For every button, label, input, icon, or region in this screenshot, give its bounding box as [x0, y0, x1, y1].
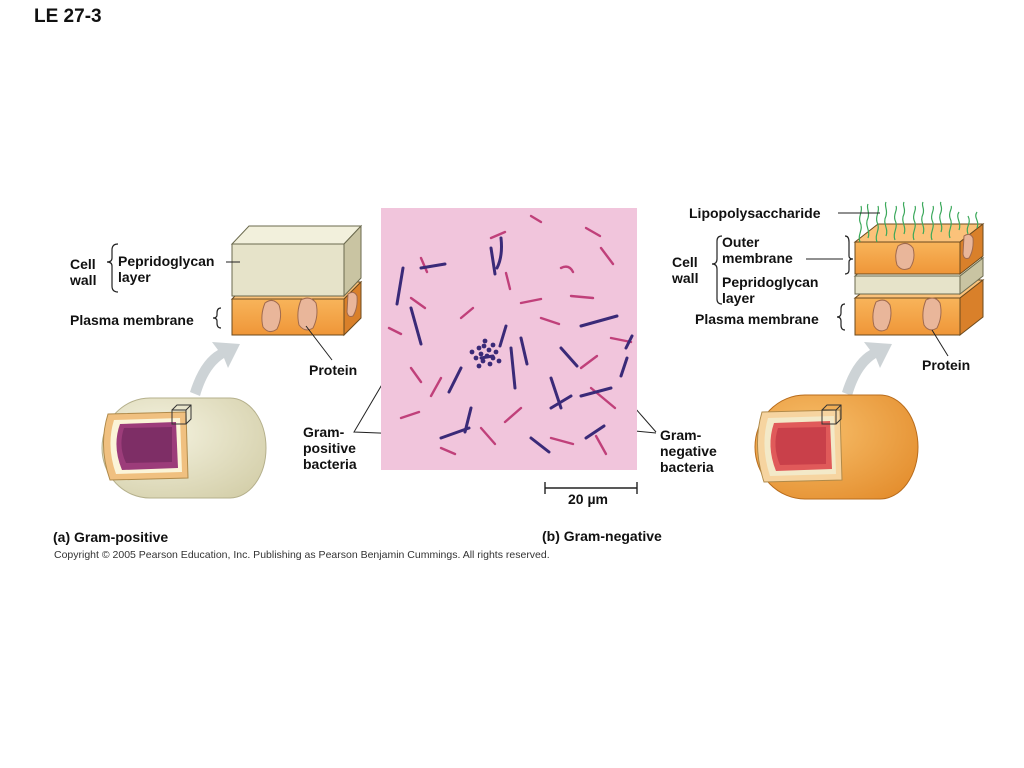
panel-b-title: Gram-negative — [563, 528, 662, 544]
gram-positive-bacteria-label: Gram- positive bacteria — [303, 424, 357, 472]
gram-negative-block — [853, 201, 985, 337]
gram-positive-cell — [101, 397, 267, 499]
gram-positive-rods — [395, 236, 634, 454]
outer-membrane-label: Outer membrane — [722, 234, 793, 266]
protein-shape — [346, 291, 358, 317]
panel-a-title: Gram-positive — [74, 529, 169, 545]
protein-shape — [261, 299, 282, 333]
plasma-membrane-label: Plasma membrane — [695, 311, 819, 327]
plasma-membrane-label: Plasma membrane — [70, 312, 194, 328]
peptidoglycan-label: Pepridoglycan layer — [722, 274, 819, 306]
gram-negative-cell — [754, 394, 919, 500]
gram-positive-block — [230, 224, 363, 337]
scale-bar — [544, 482, 638, 494]
protein-label: Protein — [922, 357, 971, 373]
panel-a-letter: (a) — [53, 529, 71, 545]
gram-negative-bacteria-label: Gram- negative bacteria — [660, 427, 717, 475]
protein-shape — [297, 297, 318, 331]
lps-strands — [858, 201, 979, 243]
protein-label: Protein — [309, 362, 358, 378]
lipopolysaccharide-label: Lipopolysaccharide — [689, 205, 821, 221]
peptidoglycan-label: Pepridoglycan layer — [118, 253, 215, 285]
zoom-arrow — [190, 342, 240, 396]
micrograph-image — [381, 208, 637, 470]
cell-wall-label: Cell wall — [672, 254, 699, 286]
gram-negative-rods — [387, 214, 633, 456]
figure-title: LE 27-3 — [34, 6, 102, 27]
panel-a-caption: (a) Gram-positive — [53, 529, 168, 545]
panel-b-letter: (b) — [542, 528, 560, 544]
zoom-arrow — [842, 342, 892, 396]
cell-wall-label: Cell wall — [70, 256, 97, 288]
copyright-notice: Copyright © 2005 Pearson Education, Inc.… — [54, 549, 550, 561]
panel-b-caption: (b) Gram-negative — [542, 528, 662, 544]
scale-label: 20 µm — [568, 491, 608, 507]
cocci-cluster — [469, 338, 502, 369]
